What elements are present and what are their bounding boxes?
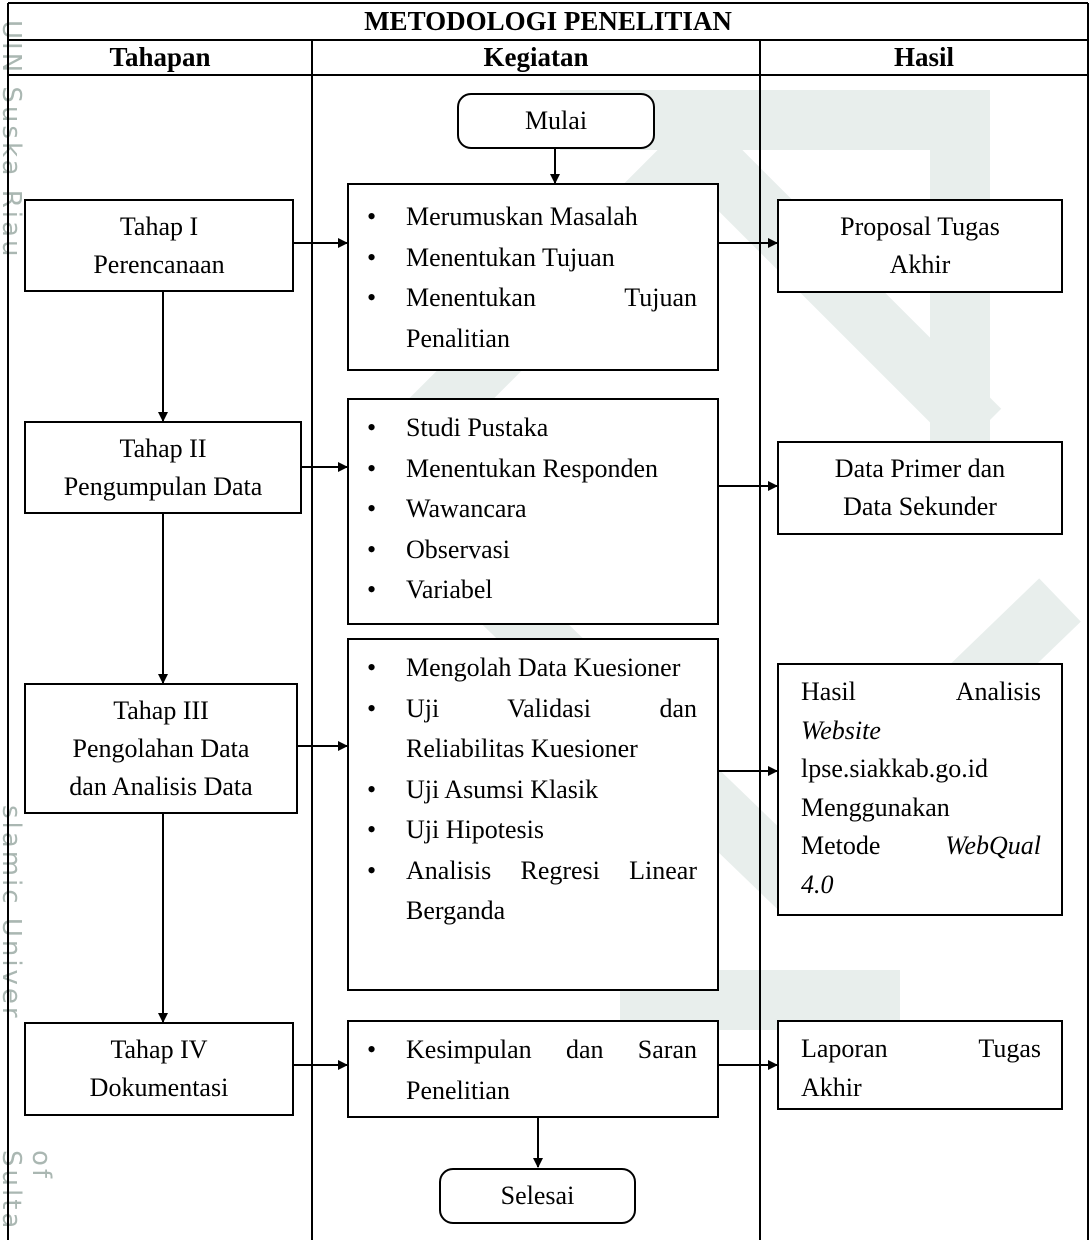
activity-2-item-1: Studi Pustaka xyxy=(349,408,697,449)
stage-3-name-line-2: Pengolahan Data xyxy=(72,733,250,763)
result-3-box: Hasil Analisis Website lpse.siakkab.go.i… xyxy=(777,663,1063,916)
watermark-text-bottom2: of Sulta xyxy=(0,1150,56,1232)
result-1-line-2: Akhir xyxy=(889,250,951,279)
end-label: Selesai xyxy=(500,1181,575,1210)
result-2-box: Data Primer dan Data Sekunder xyxy=(777,441,1063,535)
activity-3-box: Mengolah Data Kuesioner Uji Validasi dan… xyxy=(347,638,719,991)
stage-4-name-line-2: Dokumentasi xyxy=(89,1073,229,1102)
activity-2-box: Studi Pustaka Menentukan Responden Wawan… xyxy=(347,398,719,625)
activity-4-box: Kesimpulan dan Saran Penelitian xyxy=(347,1020,719,1118)
result-1-box: Proposal Tugas Akhir xyxy=(777,199,1063,293)
stage-3-name-line-1: Tahap III xyxy=(113,695,209,725)
result-3-line-6: 4.0 xyxy=(801,869,834,899)
result-4-box: Laporan Tugas Akhir xyxy=(777,1020,1063,1110)
stage-4-name-line-1: Tahap IV xyxy=(110,1035,208,1064)
result-3-line-4: Menggunakan xyxy=(801,792,950,822)
stage-1-name-line-1: Tahap I xyxy=(119,211,199,241)
column-header-kegiatan: Kegiatan xyxy=(483,42,589,72)
activity-3-item-3: Uji Asumsi Klasik xyxy=(349,770,697,811)
diagram-title: METODOLOGI PENELITIAN xyxy=(364,6,732,36)
result-3-line-1: Hasil Analisis xyxy=(801,677,1041,706)
start-label: Mulai xyxy=(524,106,588,135)
activity-3-item-5: Analisis Regresi Linear Berganda xyxy=(349,851,697,932)
activity-1-item-3: Menentukan Tujuan Penalitian xyxy=(349,278,697,359)
stage-1-box: Tahap I Perencanaan xyxy=(24,199,294,292)
watermark-text-top: UIN Suska Riau xyxy=(0,20,26,260)
activity-1-box: Merumuskan Masalah Menentukan Tujuan Men… xyxy=(347,183,719,371)
activity-2-item-2: Menentukan Responden xyxy=(349,449,697,490)
stage-2-name-line-2: Pengumpulan Data xyxy=(63,471,263,501)
result-1-line-1: Proposal Tugas xyxy=(840,212,1000,241)
activity-2-item-4: Observasi xyxy=(349,530,697,571)
stage-2-box: Tahap II Pengumpulan Data xyxy=(24,421,302,514)
activity-3-item-2: Uji Validasi dan Reliabilitas Kuesioner xyxy=(349,689,697,770)
activity-4-list: Kesimpulan dan Saran Penelitian xyxy=(349,1030,697,1111)
stage-1-name-line-2: Perencanaan xyxy=(93,249,225,279)
activity-2-item-3: Wawancara xyxy=(349,489,697,530)
result-2-line-2: Data Sekunder xyxy=(843,492,997,521)
activity-1-item-1: Merumuskan Masalah xyxy=(349,197,697,238)
column-header-tahapan: Tahapan xyxy=(109,42,211,72)
result-4-line-2: Akhir xyxy=(801,1072,862,1102)
activity-2-list: Studi Pustaka Menentukan Responden Wawan… xyxy=(349,408,697,611)
stage-4-box: Tahap IV Dokumentasi xyxy=(24,1022,294,1116)
result-3-line-3: lpse.siakkab.go.id xyxy=(801,754,989,783)
start-terminal: Mulai xyxy=(457,93,655,149)
column-header-hasil: Hasil xyxy=(893,42,954,72)
activity-3-item-1: Mengolah Data Kuesioner xyxy=(349,648,697,689)
stage-3-box: Tahap III Pengolahan Data dan Analisis D… xyxy=(24,683,298,814)
activity-3-item-4: Uji Hipotesis xyxy=(349,810,697,851)
end-terminal: Selesai xyxy=(439,1168,636,1224)
result-3-line-5: Metode WebQual xyxy=(801,827,1041,866)
activity-2-item-5: Variabel xyxy=(349,570,697,611)
result-3-line-2: Website xyxy=(801,715,881,745)
activity-3-list: Mengolah Data Kuesioner Uji Validasi dan… xyxy=(349,648,697,932)
stage-2-name-line-1: Tahap II xyxy=(119,433,207,463)
result-3-line-5-text: Metode WebQual xyxy=(801,831,1041,860)
stage-3-name-line-3: dan Analisis Data xyxy=(69,771,253,801)
result-4-line-1: Laporan Tugas xyxy=(801,1034,1041,1063)
result-2-line-1: Data Primer dan xyxy=(834,454,1006,483)
activity-1-item-2: Menentukan Tujuan xyxy=(349,238,697,279)
watermark-text-bottom: slamic Univer xyxy=(0,805,26,1021)
activity-4-item-1: Kesimpulan dan Saran Penelitian xyxy=(349,1030,697,1111)
activity-1-list: Merumuskan Masalah Menentukan Tujuan Men… xyxy=(349,197,697,359)
